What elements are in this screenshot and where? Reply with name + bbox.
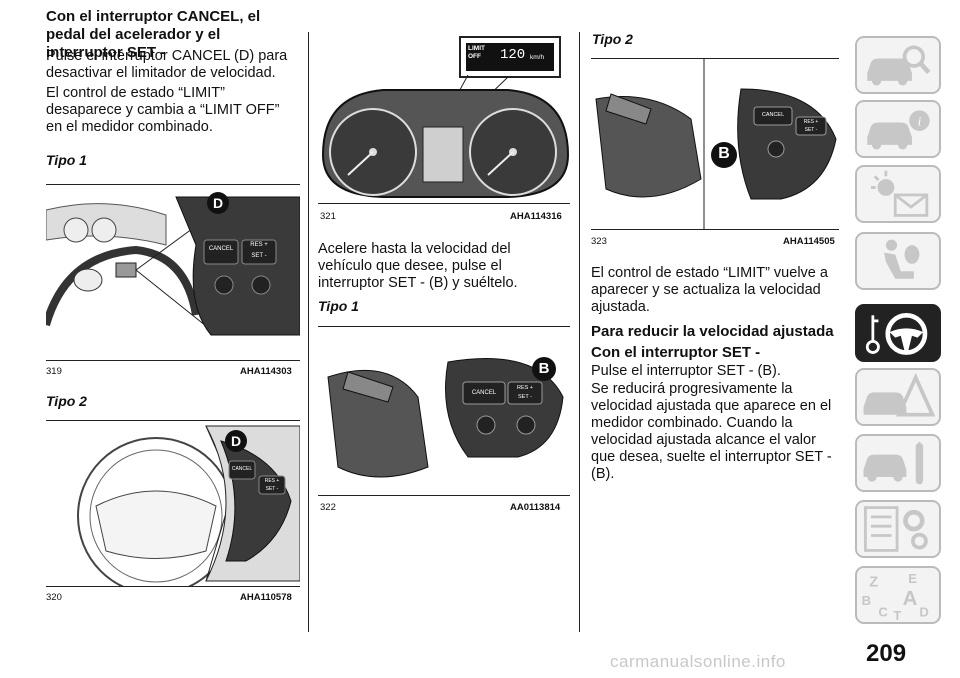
column-divider <box>579 32 580 632</box>
set-switch-label: SET - <box>251 253 267 259</box>
column-divider <box>308 32 309 632</box>
paragraph: Pulse el interruptor CANCEL (D) para des… <box>46 48 288 81</box>
cruise-switch-type2-illustration <box>595 59 837 229</box>
display-limit-label: LIMIT <box>468 45 485 52</box>
alphabet-index-icon: Z E B A C T D <box>862 571 929 623</box>
tab-technical-data[interactable] <box>855 500 941 558</box>
index-letter: E <box>908 571 917 586</box>
index-letter: A <box>903 587 918 610</box>
set-switch-label: SET - <box>804 127 818 133</box>
subheading: Tipo 2 <box>46 393 87 409</box>
figure-code: AHA114316 <box>510 211 562 222</box>
section-heading: Con el interruptor SET - <box>591 344 761 361</box>
warning-light-envelope-icon <box>871 170 929 217</box>
callout-d: D <box>230 433 242 449</box>
steering-wheel-illustration <box>77 425 301 595</box>
figure-code: AHA114303 <box>240 366 292 377</box>
svg-text:i: i <box>918 113 922 128</box>
cruise-switch-illustration <box>327 357 564 478</box>
figure-323: B CANCEL RES + SET - <box>591 58 839 230</box>
tab-car-info[interactable]: i <box>855 100 941 158</box>
paragraph: El control de estado “LIMIT” vuelve a ap… <box>591 265 828 315</box>
set-switch-label: SET - <box>265 486 279 492</box>
callout-b: B <box>538 360 550 377</box>
display-off-label: OFF <box>468 53 481 60</box>
callout-d: D <box>212 195 224 211</box>
paragraph: Se reducirá progresivamente la velocidad… <box>591 381 832 482</box>
section-heading: Para reducir la velocidad ajustada <box>591 323 834 340</box>
res-switch-label: RES + <box>516 385 534 391</box>
tab-emergency[interactable] <box>855 368 941 426</box>
callout-b: B <box>718 145 730 162</box>
display-speed: 120 <box>500 47 526 63</box>
res-switch-label: RES + <box>803 119 819 125</box>
figure-code: AA0113814 <box>510 502 561 513</box>
figure-number: 319 <box>46 366 62 377</box>
index-letter: Z <box>869 575 878 591</box>
instrument-cluster-illustration <box>321 36 570 198</box>
subheading: Tipo 1 <box>46 152 87 168</box>
index-letter: B <box>862 593 871 608</box>
figure-number: 322 <box>320 502 336 513</box>
figure-code: AHA110578 <box>240 592 292 603</box>
figure-number: 323 <box>591 236 607 247</box>
paragraph: El control de estado “LIMIT” desaparece … <box>46 85 280 135</box>
tab-car-magnifier[interactable] <box>855 36 941 94</box>
tab-alphabetical-index[interactable]: Z E B A C T D <box>855 566 941 624</box>
cancel-switch-label: CANCEL <box>761 112 785 118</box>
seat-airbag-icon <box>884 239 920 279</box>
car-warning-triangle-icon <box>863 372 936 417</box>
tab-warning-lights[interactable] <box>855 165 941 223</box>
checklist-gears-icon <box>864 506 928 552</box>
set-switch-label: SET - <box>518 394 532 400</box>
car-magnifier-icon <box>867 45 931 86</box>
figure-number: 320 <box>46 592 62 603</box>
figure-319: D CANCEL RES + SET - <box>42 184 301 361</box>
tab-seat-airbag[interactable] <box>855 232 941 290</box>
tab-starting-driving[interactable] <box>855 304 941 362</box>
tab-maintenance[interactable] <box>855 434 941 492</box>
figure-number: 321 <box>320 211 336 222</box>
index-letter: D <box>919 604 928 619</box>
index-letter: C <box>878 604 888 619</box>
display-unit: km/h <box>530 54 545 61</box>
figure-321: LIMIT OFF 120 km/h <box>318 35 570 204</box>
subheading: Tipo 2 <box>592 31 633 47</box>
car-wrench-icon <box>863 441 924 485</box>
watermark: carmanualsonline.info <box>610 652 786 671</box>
cancel-switch-label: CANCEL <box>471 390 497 396</box>
section-heading: Con el interruptor CANCEL, el pedal del … <box>46 8 261 61</box>
cancel-switch-label: CANCEL <box>231 466 253 472</box>
res-switch-label: RES + <box>250 242 268 248</box>
index-letter: T <box>893 608 901 622</box>
key-steering-wheel-icon <box>865 312 928 355</box>
figure-322: B CANCEL RES + SET - <box>318 326 570 496</box>
paragraph: Pulse el interruptor SET - (B). <box>591 363 781 379</box>
res-switch-label: RES + <box>264 478 280 484</box>
cancel-switch-label: CANCEL <box>208 246 234 252</box>
page-number: 209 <box>866 640 907 667</box>
subheading: Tipo 1 <box>318 298 359 314</box>
paragraph: Acelere hasta la velocidad del vehículo … <box>318 241 518 291</box>
steering-wheel-dashboard-illustration <box>42 185 301 360</box>
figure-code: AHA114505 <box>783 236 835 247</box>
car-info-icon: i <box>867 110 930 150</box>
figure-320: D CANCEL RES + SET - <box>46 420 301 595</box>
